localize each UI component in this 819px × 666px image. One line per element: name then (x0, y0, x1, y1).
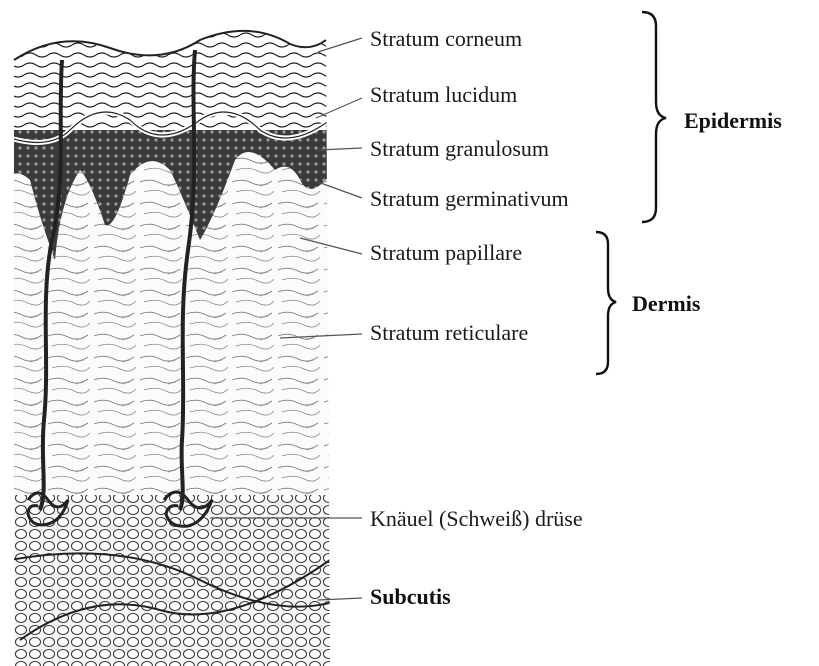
label-stratum-corneum: Stratum corneum (370, 28, 522, 50)
group-label-epidermis: Epidermis (684, 110, 782, 132)
label-sweat-gland: Knäuel (Schweiß) drüse (370, 508, 583, 530)
epidermis-brace (642, 12, 666, 222)
group-label-dermis: Dermis (632, 293, 700, 315)
label-stratum-lucidum: Stratum lucidum (370, 84, 517, 106)
dermis-brace (596, 232, 616, 374)
label-subcutis: Subcutis (370, 586, 451, 608)
label-stratum-granulosum: Stratum granulosum (370, 138, 549, 160)
label-stratum-papillare: Stratum papillare (370, 242, 522, 264)
label-stratum-germinativum: Stratum germinativum (370, 188, 569, 210)
label-stratum-reticulare: Stratum reticulare (370, 322, 528, 344)
